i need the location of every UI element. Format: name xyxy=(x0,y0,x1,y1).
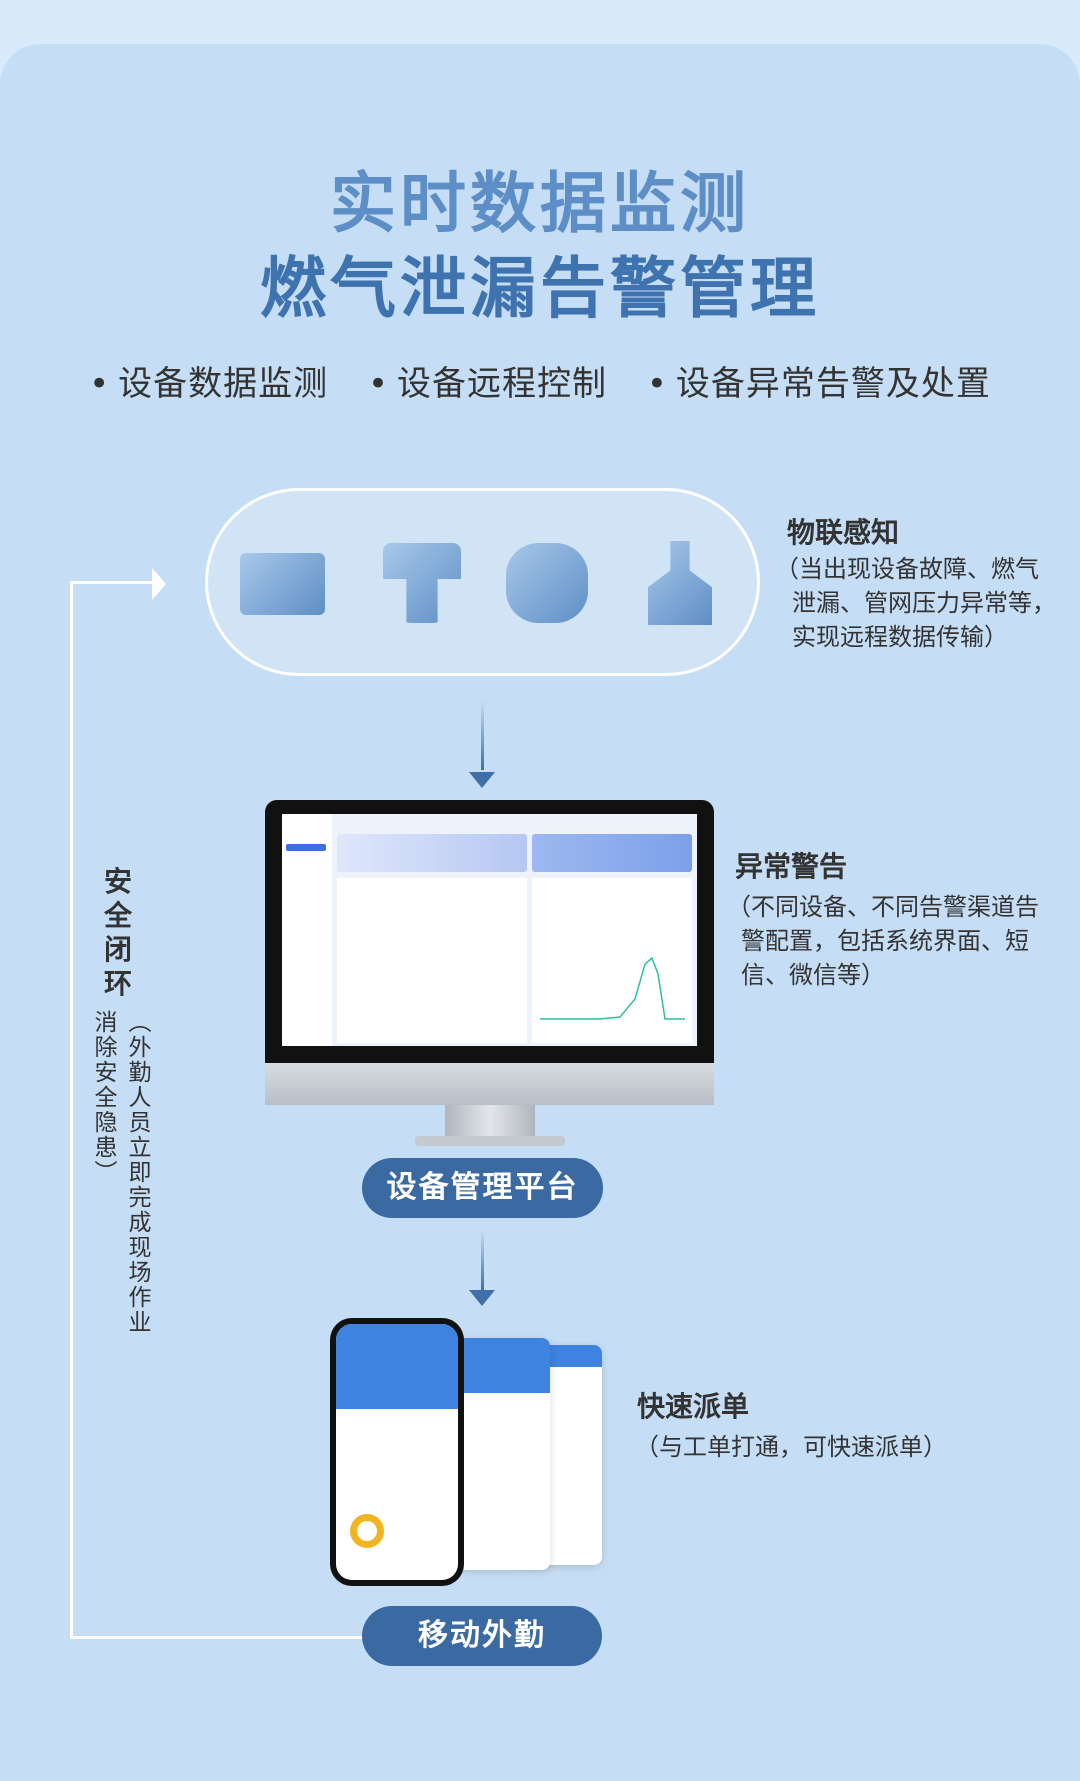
feature-item: 设备远程控制 xyxy=(368,364,607,404)
iot-device-pill xyxy=(205,488,760,676)
donut-chart xyxy=(350,1514,384,1548)
title-line-1: 实时数据监测 xyxy=(330,165,750,242)
screen-list-panel xyxy=(337,878,527,1043)
monitor-chin xyxy=(265,1063,714,1105)
loop-line xyxy=(70,1636,362,1639)
screen-banner xyxy=(532,834,692,872)
iot-desc-1: （当出现设备故障、燃气 xyxy=(775,555,1039,583)
down-arrow-icon xyxy=(469,1290,495,1306)
screen-sidebar xyxy=(282,814,332,1046)
loop-arrow-icon xyxy=(152,568,166,600)
task-menu-screen xyxy=(458,1338,550,1570)
loop-title: 安全闭环 xyxy=(103,865,132,1000)
screen-sidebar-active xyxy=(286,844,326,851)
down-arrow-icon xyxy=(469,772,495,788)
gas-meter-icon xyxy=(240,553,325,615)
screen-trend-chart xyxy=(540,956,685,1020)
phone-screen xyxy=(336,1324,458,1580)
alarm-desc-2: 警配置，包括系统界面、短 xyxy=(741,927,1029,955)
loop-desc-inner: 消除安全隐患） xyxy=(90,1010,116,1185)
flow-arrow-line xyxy=(481,700,484,770)
dispatch-desc: （与工单打通，可快速派单） xyxy=(635,1433,947,1461)
platform-badge: 设备管理平台 xyxy=(362,1158,603,1218)
alarm-desc-1: （不同设备、不同告警渠道告 xyxy=(727,893,1039,921)
iot-desc-3: 实现远程数据传输） xyxy=(792,623,1008,651)
iot-desc-2: 泄漏、管网压力异常等， xyxy=(792,589,1056,617)
mobile-badge: 移动外勤 xyxy=(362,1606,602,1666)
iot-title: 物联感知 xyxy=(787,516,900,549)
pressure-sensor-icon xyxy=(383,543,461,623)
monitor-base xyxy=(415,1136,565,1146)
feature-item: 设备异常告警及处置 xyxy=(647,364,991,404)
valve-icon xyxy=(648,541,712,625)
phone-header xyxy=(336,1324,458,1409)
gas-detector-icon xyxy=(506,543,588,623)
trend-line xyxy=(540,956,685,1020)
monitor xyxy=(265,800,714,1105)
flow-arrow-line xyxy=(481,1230,484,1290)
screen-chart-panel xyxy=(532,878,692,1043)
phone xyxy=(330,1318,464,1586)
monitor-stand xyxy=(445,1105,535,1140)
dispatch-title: 快速派单 xyxy=(637,1390,750,1423)
title-line-2: 燃气泄漏告警管理 xyxy=(260,250,820,327)
feature-list: 设备数据监测 设备远程控制 设备异常告警及处置 xyxy=(0,356,1080,405)
feature-item: 设备数据监测 xyxy=(89,364,328,404)
alarm-title: 异常警告 xyxy=(735,850,848,883)
loop-desc-outer: （外勤人员立即完成现场作业 xyxy=(124,1010,150,1335)
platform-screen xyxy=(282,814,697,1046)
screen-banner xyxy=(337,834,527,872)
alarm-desc-3: 信、微信等） xyxy=(741,961,885,989)
